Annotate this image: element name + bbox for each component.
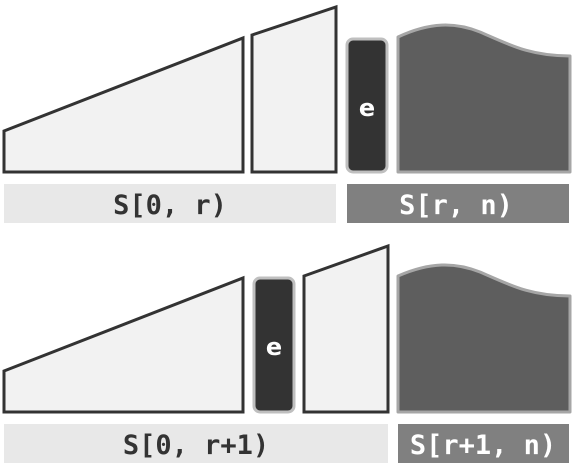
bottom-prefix-wedge (2, 275, 245, 414)
bottom-prefix-label: S[0, r+1) (123, 430, 269, 461)
bottom-suffix-label-bar (398, 424, 569, 463)
top-prefix-label: S[0, r) (113, 190, 227, 221)
top-row: e S[0, r) S[r, n) (2, 4, 572, 223)
top-suffix-shape (396, 23, 572, 174)
top-element-box (345, 37, 389, 174)
top-suffix-label: S[r, n) (399, 190, 513, 221)
top-prefix-label-bar (4, 184, 336, 223)
bottom-suffix-shape (396, 263, 572, 414)
bottom-element-box (252, 276, 296, 414)
bottom-suffix-label: S[r+1, n) (410, 430, 556, 461)
bottom-row: e S[0, r+1) S[r+1, n) (2, 243, 572, 463)
bottom-prefix-block (302, 243, 390, 414)
bottom-prefix-label-bar (4, 424, 388, 463)
top-prefix-wedge (2, 35, 245, 174)
top-suffix-label-bar (347, 184, 569, 223)
bottom-element-label: e (266, 333, 282, 361)
top-element-label: e (359, 94, 375, 122)
top-prefix-block (250, 4, 338, 174)
